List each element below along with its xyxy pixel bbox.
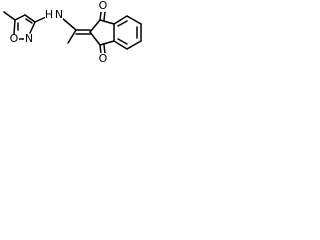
isoxazole-bond-o-c5 — [13, 19, 16, 35]
benzene-bond-5 — [113, 40, 128, 50]
ring-oxygen-label: O — [10, 32, 19, 45]
indanedione-bond-c3-c3a — [99, 40, 115, 46]
benzene-bond-1 — [113, 15, 128, 25]
enamine-methyl-bond — [67, 29, 77, 44]
structure-canvas: O N H N O O — [0, 0, 169, 83]
indanedione-bond-c2-c1 — [89, 19, 101, 33]
amine-hydrogen-label: H — [45, 8, 53, 21]
top-carbonyl-bond-a — [99, 11, 102, 21]
bottom-carbonyl-oxygen-label-background — [98, 53, 108, 64]
isoxazole-double-bond-c4-c3 — [25, 18, 33, 24]
bond-isoxazole-to-amine — [34, 16, 47, 23]
top-carbonyl-bond-b — [103, 11, 106, 21]
top-carbonyl-oxygen-label: O — [99, 0, 108, 12]
indanedione-bond-c2-c3 — [89, 31, 101, 46]
methyl-bond-isoxazole — [3, 11, 16, 21]
isoxazole-bond-c3-n — [29, 21, 36, 34]
bottom-carbonyl-bond-a — [99, 44, 102, 55]
benzene-double-bond-1 — [117, 20, 128, 27]
isoxazole-bond-c4-c3 — [24, 14, 36, 23]
amine-nitrogen-label: N — [55, 8, 63, 21]
amine-label-background — [45, 10, 63, 21]
ring-oxygen-label-background — [9, 34, 19, 45]
bottom-carbonyl-bond-b — [103, 44, 106, 55]
ring-nitrogen-label: N — [25, 32, 33, 45]
benzene-bond-4 — [126, 40, 142, 50]
bond-amine-to-enamine-carbon — [61, 17, 77, 31]
top-carbonyl-oxygen-label-background — [98, 1, 108, 12]
benzene-double-bond-3 — [117, 38, 128, 45]
bottom-carbonyl-oxygen-label: O — [99, 52, 108, 65]
benzene-bond-2 — [126, 15, 142, 25]
indanedione-bond-c1-c7a — [99, 19, 115, 25]
chemical-structure-diagram: O N H N O O — [3, 0, 142, 65]
ring-nitrogen-label-background — [24, 34, 34, 45]
isoxazole-bond-c5-c4 — [14, 14, 26, 21]
